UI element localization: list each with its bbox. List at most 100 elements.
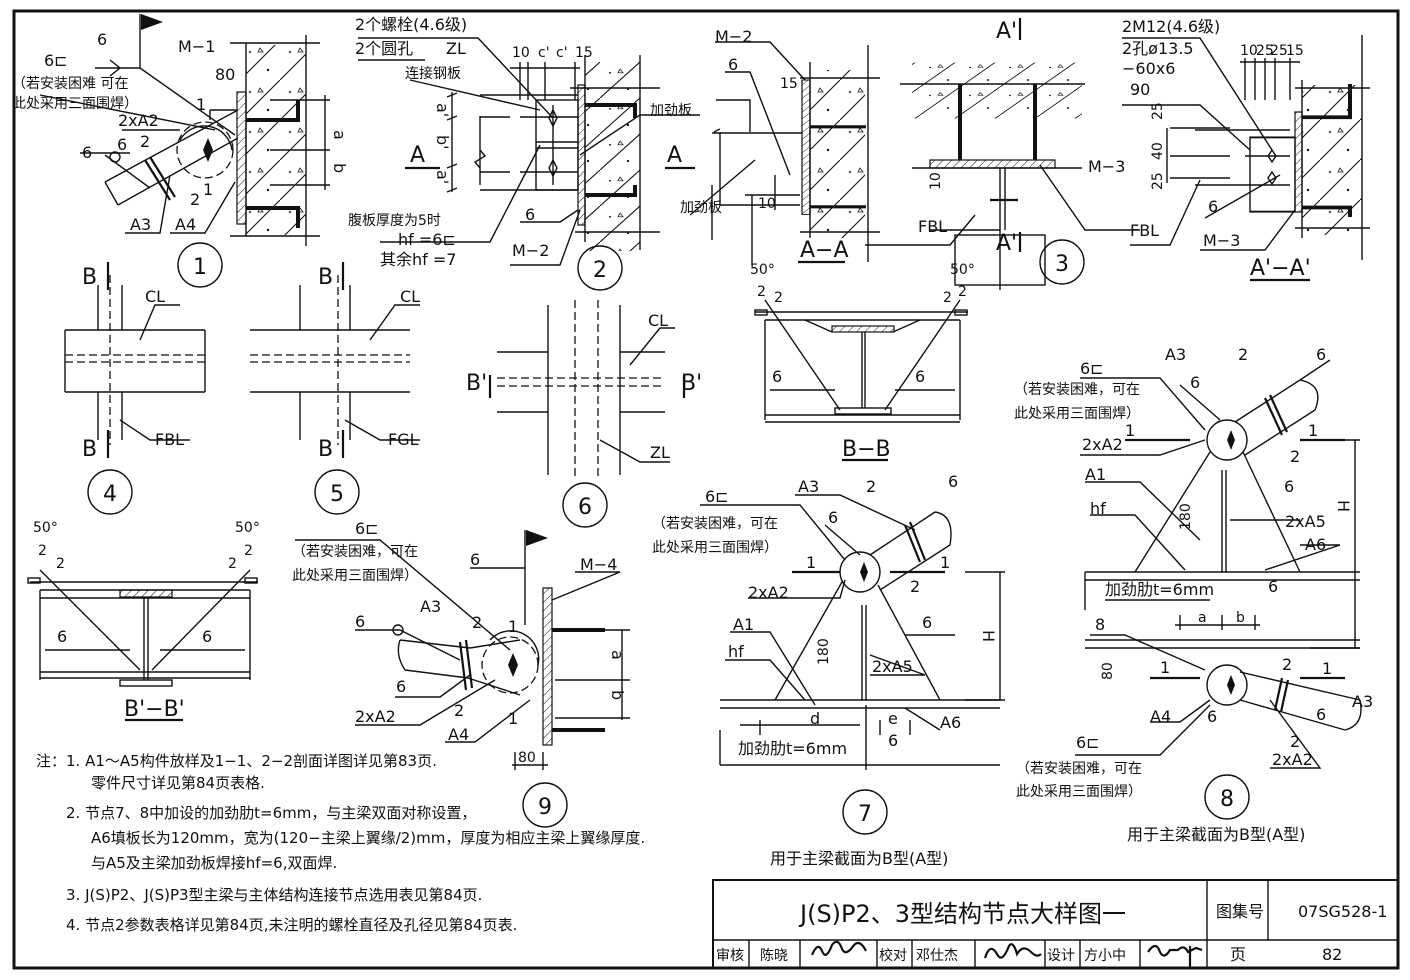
bevel-angle-label: 50° [235,520,260,536]
part-label: CL [400,287,420,306]
bolt-label: 2M12(4.6级) [1122,17,1220,36]
detail-number: 5 [330,482,344,507]
part-label: A3 [420,597,441,616]
part-label: 2xA2 [1082,435,1123,454]
dimension-label: a' [433,170,452,184]
hole-label: 2孔ø13.5 [1122,39,1194,58]
atlas-number: 07SG528-1 [1298,902,1387,921]
detail-number-circle [842,789,888,835]
note-line: （若安装困难，可在 [1016,761,1142,777]
section-mark: 2 [866,477,876,496]
detail-6: CL B' B' ZL 6 [466,300,702,528]
dimension-label: 80 [518,750,536,766]
weld-label: 6⊏ [705,487,729,506]
part-label: 连接钢板 [405,65,461,82]
page-label: 页 [1230,945,1246,964]
section-cut-label: A [410,143,425,168]
detail-8: A3 2 6 6⊏ 6 （若安装困难，可在 此处采用三面围焊） 2xA2 1 1… [1014,345,1373,844]
weld-label: 6⊏ [355,519,379,538]
part-label: A6 [940,713,961,732]
note-line: 此处采用三面围焊） [292,568,418,584]
part-label: FBL [1130,221,1159,240]
section-cut-label: A' [996,231,1017,256]
part-label: A3 [1165,345,1186,364]
note-line: （若安装困难，可在 [292,544,418,560]
detail-7: 6⊏ （若安装困难，可在 此处采用三面围焊） A3 2 6 6 1 1 2xA2… [652,472,1005,868]
weld-note: 其余hf =7 [380,250,456,269]
weld-label: 6⊏ [1076,733,1100,752]
part-label: 2xA2 [118,111,159,130]
note-item: 1. A1～A5构件放样及1−1、2−2剖面详图详见第83页. [66,752,437,770]
site-weld-flag-icon [141,14,163,30]
embed-plate-label: M−3 [1088,157,1125,176]
detail-number: 8 [1220,787,1234,812]
part-label: CL [145,287,165,306]
part-label: FBL [155,430,184,449]
weld-label: 2 [244,543,253,559]
weld-label: 6 [470,550,480,569]
dimension-label: b' [433,135,452,150]
weld-label: 2 [757,284,766,300]
section-mark: 1 [1125,421,1135,440]
detail-number-circle [522,782,568,828]
section-mark: 1 [508,709,518,728]
section-mark: 2 [472,613,482,632]
dimension-label: c' [556,45,568,61]
detail-number: 7 [858,802,872,827]
detail-number-circle [562,482,608,528]
hole-label: 2个圆孔 [355,39,413,58]
weld-label: 6 [202,627,212,646]
section-mark: 1 [806,553,816,572]
usage-note: 用于主梁截面为B型(A型) [1127,825,1305,844]
section-mark: 2 [910,577,920,596]
part-label: A3 [798,477,819,496]
weld-label: 2 [958,284,967,300]
detail-number: 4 [103,482,117,507]
dimension-label: 10 [758,196,776,212]
weld-label: 6 [355,612,365,631]
dimension-label: 10 [512,45,530,61]
embed-plate-label: M−1 [178,37,215,56]
part-label: ZL [650,443,670,462]
note-line: （若安装困难 可在 [12,76,128,92]
weld-label: 6 [1316,705,1326,724]
stiffener-label: 加劲板 [680,200,722,216]
section-mark: 2 [1238,345,1248,364]
weld-note: 腹板厚度为5时 [348,212,441,229]
dimension-label: a' [433,103,452,117]
section-title: B−B [842,437,891,462]
weld-label: 2 [943,290,952,306]
detail-4: B B CL FBL 4 [64,262,206,515]
part-label: A3 [1352,692,1373,711]
weld-label: 6 [772,367,782,386]
weld-label: 6 [97,30,107,49]
detail-number-circle [577,245,623,291]
part-label: A1 [733,615,754,634]
bolt-label: 2个螺栓(4.6级) [355,15,467,34]
section-mark: 1 [508,617,518,636]
section-cut-label: B [82,437,97,462]
dimension-label: e [888,709,898,728]
section-mark: 1 [1160,658,1170,677]
part-label: ZL [446,39,466,58]
brace-pipe [104,109,239,206]
section-mark: 1 [1308,421,1318,440]
part-label: 2xA2 [1272,750,1313,769]
weld-label: 6⊏ [44,51,68,70]
bevel-angle-label: 50° [750,262,775,278]
dimension-label: d [810,709,820,728]
section-a-prime: 2M12(4.6级) 2孔ø13.5 −60x6 90 10 25 25 15 … [1122,17,1370,282]
part-label: A1 [1085,465,1106,484]
part-label: A3 [130,215,151,234]
detail-9: 6⊏ （若安装困难，可在 此处采用三面围焊） 6 M−4 A3 6 2 1 a … [292,519,630,828]
weld-label: 6 [1207,707,1217,726]
note-line: 此处采用三面围焊） [652,540,778,556]
note-item: 与A5及主梁加劲板焊接hf=6,双面焊. [91,854,337,872]
detail-number: 1 [193,255,207,280]
detail-number-circle [314,469,360,515]
weld-label: 6⊏ [1080,359,1104,378]
part-label: 2xA5 [872,657,913,676]
section-cut-label: B [318,265,333,290]
weld-label: 6 [117,135,127,154]
